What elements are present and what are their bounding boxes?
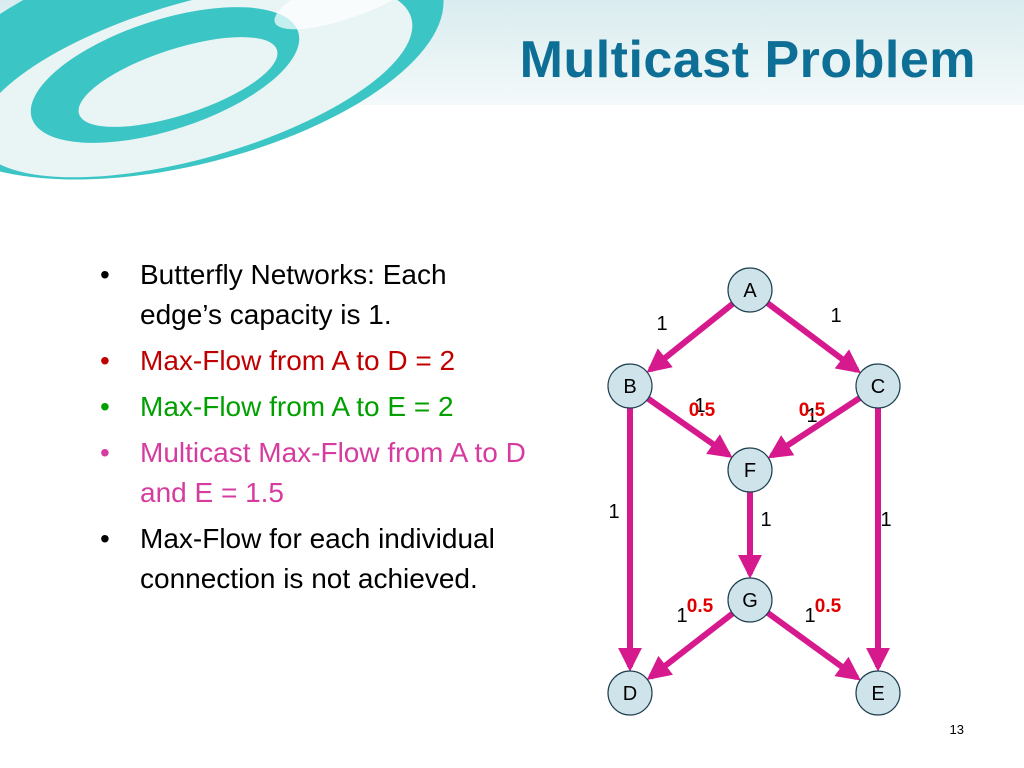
flow-label: 0.5 [687, 596, 714, 617]
capacity-label: 1 [608, 501, 619, 523]
flow-label: 0.5 [799, 400, 826, 421]
node-label: G [742, 590, 758, 612]
capacity-label: 1 [880, 509, 891, 531]
edge-a-b [646, 301, 735, 373]
slide-title: Multicast Problem [519, 31, 976, 89]
swoosh-logo-icon [0, 0, 444, 180]
flow-label: 0.5 [815, 596, 842, 617]
edge-b-f [646, 396, 733, 458]
node-a [727, 267, 773, 313]
flow-label: 0.5 [689, 400, 716, 421]
node-b [607, 363, 653, 409]
capacity-label: 1 [830, 305, 841, 327]
bullet-item: • Butterfly Networks: Each edge’s capaci… [98, 255, 528, 335]
node-label: F [744, 460, 756, 482]
edge-g-e [766, 610, 861, 681]
node-e [855, 670, 901, 716]
node-label: E [871, 683, 884, 705]
capacity-label: 1 [760, 509, 771, 531]
capacity-label: 1 [656, 313, 667, 335]
node-label: A [743, 280, 757, 302]
edge-g-d [646, 611, 735, 681]
bullet-text: Butterfly Networks: Each edge’s capacity… [140, 259, 447, 330]
bullet-item: • Max-Flow from A to E = 2 [98, 387, 528, 427]
node-f [727, 447, 773, 493]
bullet-item: • Max-Flow for each individual connectio… [98, 519, 528, 599]
bullet-text: Max-Flow from A to E = 2 [140, 391, 454, 422]
capacity-label: 1 [676, 605, 687, 627]
bullet-text: Max-Flow from A to D = 2 [140, 345, 456, 376]
edges-layer [618, 300, 890, 681]
node-label: C [871, 376, 885, 398]
bullet-text: Max-Flow for each individual connection … [140, 523, 495, 594]
bullet-marker: • [100, 523, 110, 554]
node-label: B [623, 376, 636, 398]
bullet-marker: • [100, 259, 110, 290]
bullet-list: • Butterfly Networks: Each edge’s capaci… [98, 255, 528, 605]
node-label: D [623, 683, 637, 705]
bullet-marker: • [100, 437, 110, 468]
page-number: 13 [949, 722, 964, 737]
bullet-marker: • [100, 391, 110, 422]
capacity-label: 1 [694, 395, 705, 417]
bullet-marker: • [100, 345, 110, 376]
bullet-item: • Multicast Max-Flow from A to D and E =… [98, 433, 528, 513]
bullet-item: • Max-Flow from A to D = 2 [98, 341, 528, 381]
node-c [855, 363, 901, 409]
edge-a-c [765, 300, 862, 374]
bullet-text: Multicast Max-Flow from A to D and E = 1… [140, 437, 526, 508]
node-g [727, 577, 773, 623]
node-d [607, 670, 653, 716]
capacity-label: 1 [804, 605, 815, 627]
nodes-layer: A B C F G D E [607, 267, 901, 716]
edge-c-f [767, 395, 862, 459]
capacity-label: 1 [806, 405, 817, 427]
